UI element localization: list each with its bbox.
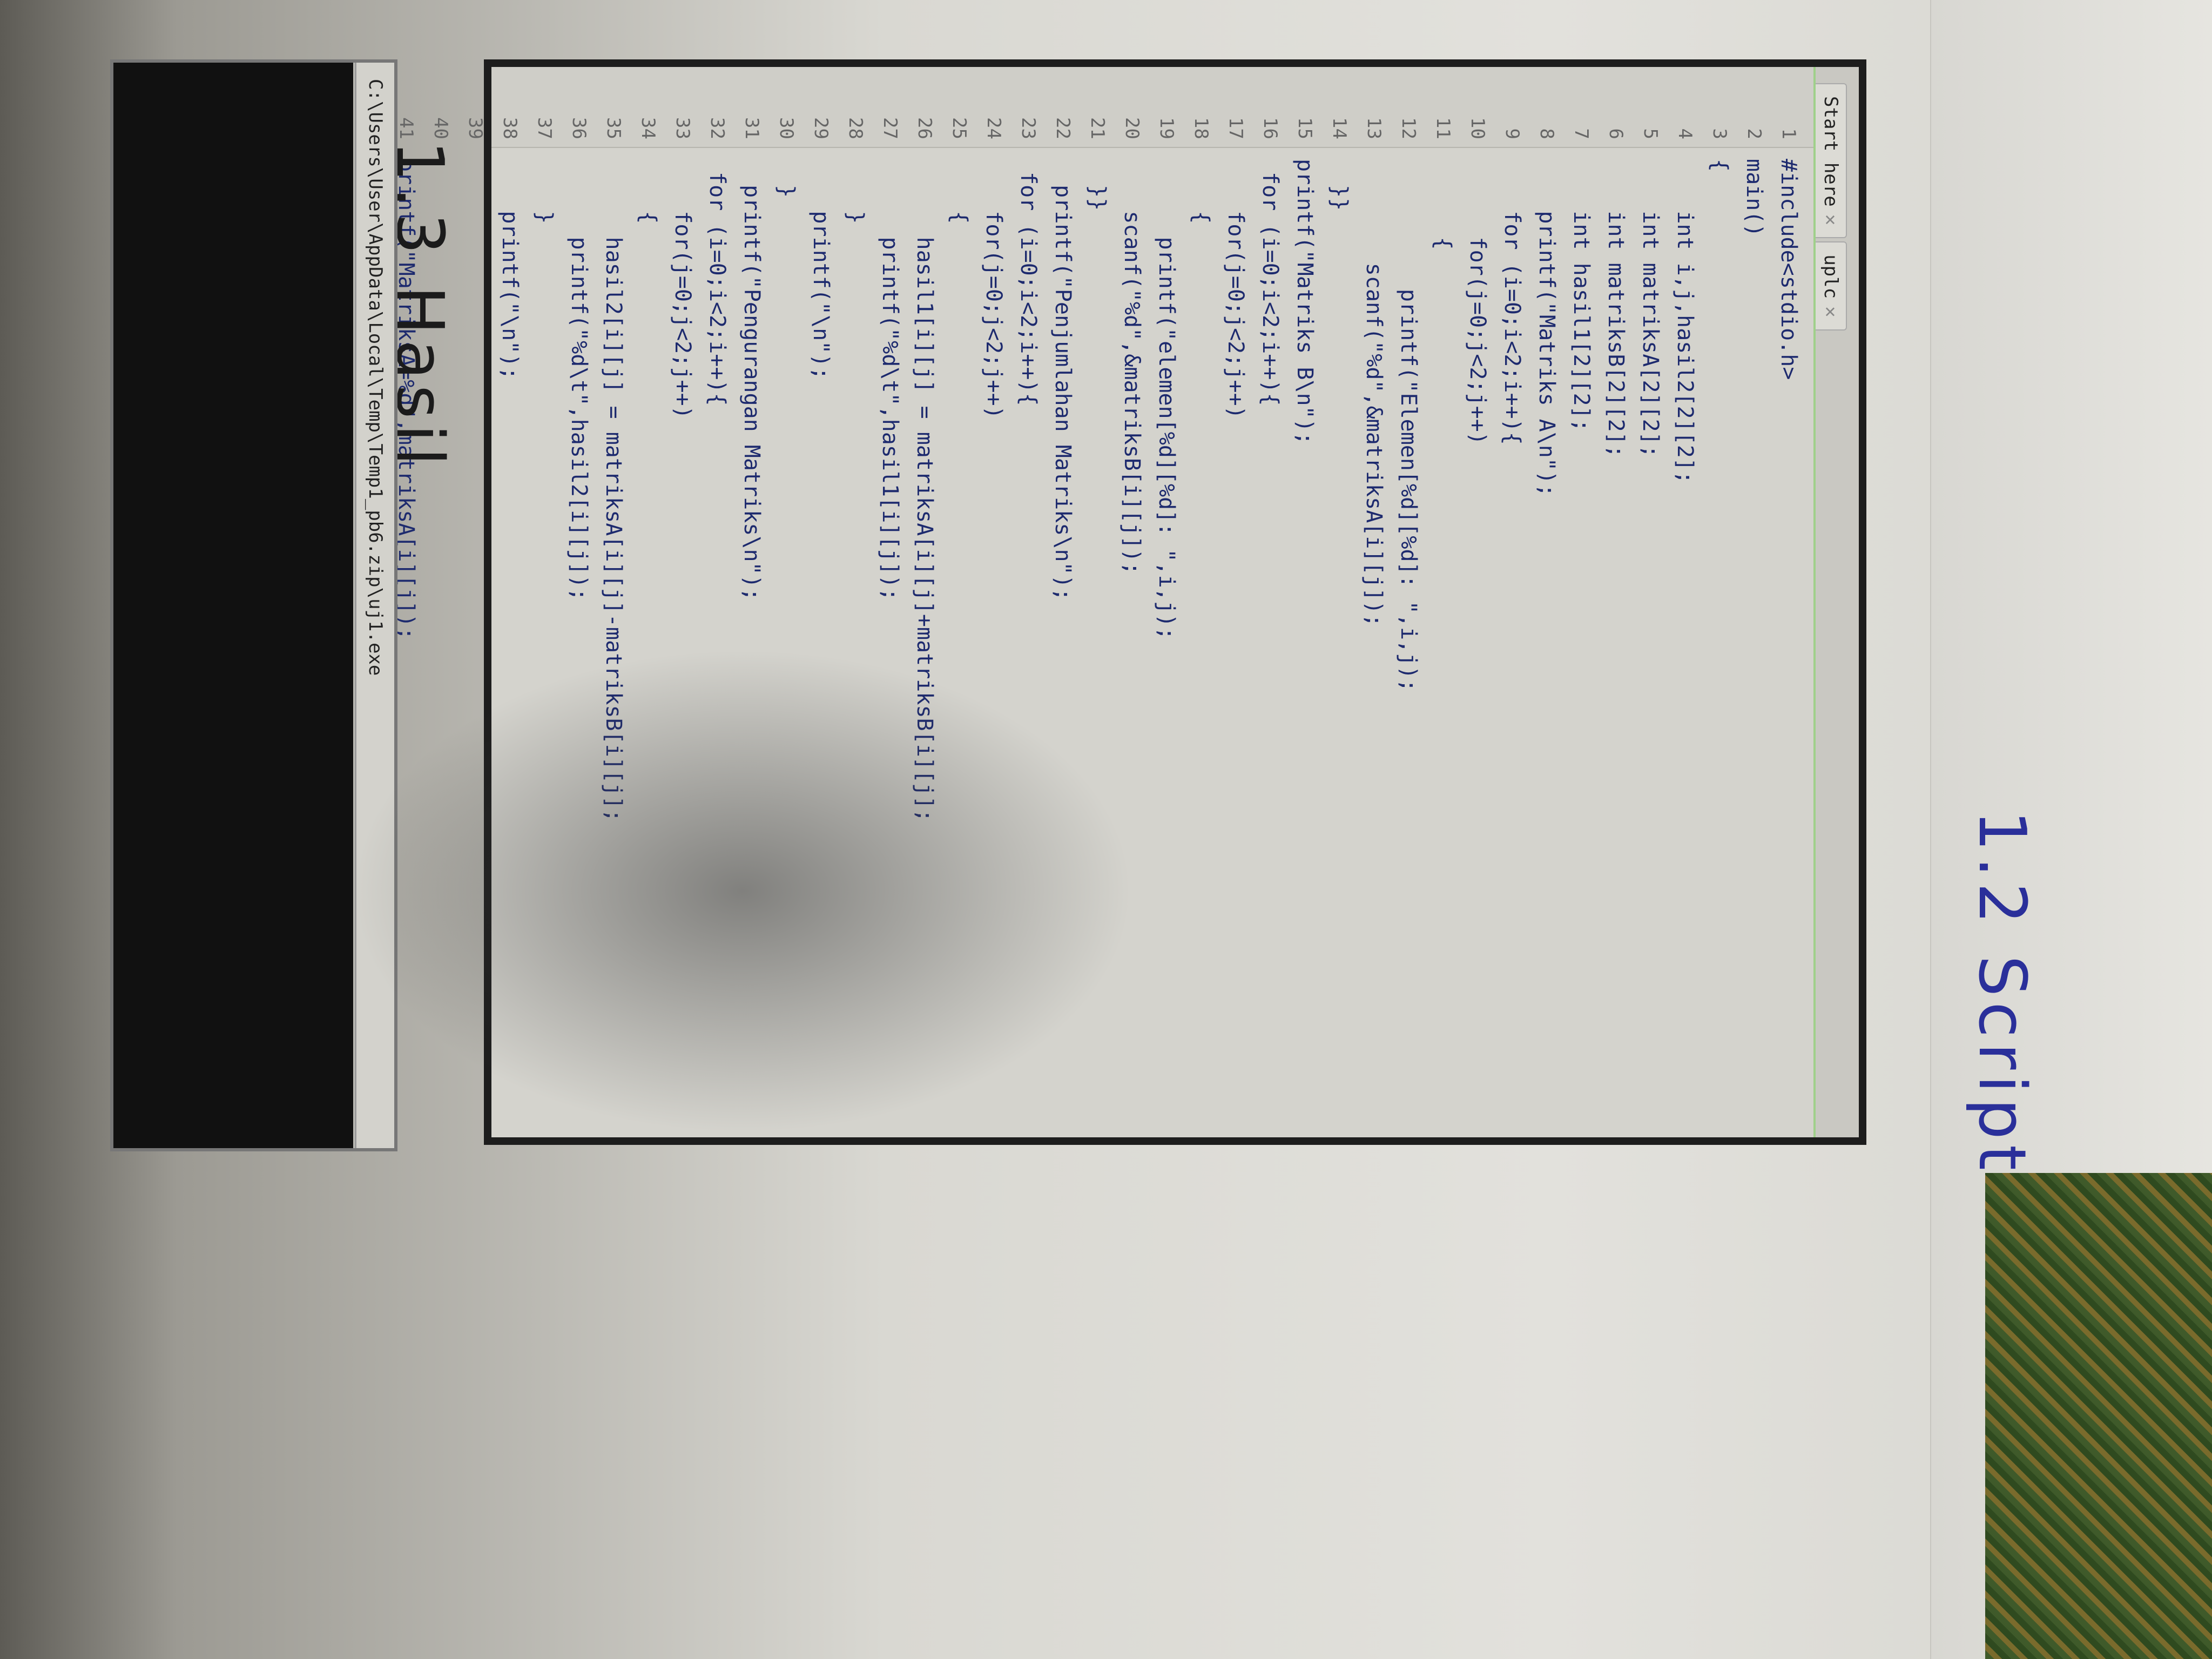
line-number: 6 xyxy=(1605,128,1627,139)
grass-background xyxy=(1985,1173,2212,1659)
line-number: 8 xyxy=(1536,128,1557,139)
close-icon[interactable]: ✕ xyxy=(1820,306,1842,318)
line-number: 16 xyxy=(1259,117,1281,139)
line-number: 24 xyxy=(983,117,1004,139)
line-number: 39 xyxy=(464,117,486,139)
line-number: 25 xyxy=(948,117,970,139)
line-number: 22 xyxy=(1052,117,1074,139)
tab-start-here[interactable]: Start here ✕ xyxy=(1816,83,1847,239)
line-number: 21 xyxy=(1087,117,1108,139)
code-line: int hasil1[2][2]; xyxy=(1569,159,1594,432)
line-number: 20 xyxy=(1121,117,1143,139)
code-line: printf("Matriks B\n"); xyxy=(1292,159,1317,445)
line-number: 1 xyxy=(1778,128,1799,139)
line-number: 2 xyxy=(1743,128,1765,139)
line-number: 40 xyxy=(430,117,451,139)
line-number: 29 xyxy=(810,117,832,139)
line-number: 17 xyxy=(1225,117,1246,139)
tab-label: Start here xyxy=(1820,96,1842,207)
line-number: 19 xyxy=(1156,117,1177,139)
tab-uplc[interactable]: uplc ✕ xyxy=(1816,241,1847,331)
line-number: 10 xyxy=(1467,117,1488,139)
line-number: 28 xyxy=(845,117,866,139)
editor-tab-bar: Start here ✕ uplc ✕ xyxy=(1813,67,1859,1137)
code-line: printf("Elemen[%d][%d]: ",i,j); xyxy=(1396,159,1421,692)
code-line: { xyxy=(1707,159,1732,172)
line-number: 27 xyxy=(879,117,901,139)
code-line: for(j=0;j<2;j++) xyxy=(1465,159,1490,445)
line-number: 33 xyxy=(672,117,693,139)
code-line: int matriksB[2][2]; xyxy=(1603,159,1628,458)
code-line: printf("elemen[%d][%d]: ",i,j); xyxy=(1154,159,1179,640)
line-number: 34 xyxy=(637,117,659,139)
line-number: 31 xyxy=(741,117,763,139)
line-number: 26 xyxy=(914,117,935,139)
code-line: printf("Matriks A\n"); xyxy=(1534,159,1559,497)
line-number: 13 xyxy=(1363,117,1385,139)
line-number: 37 xyxy=(534,117,555,139)
code-line: for(j=0;j<2;j++) xyxy=(1223,159,1248,419)
line-number: 15 xyxy=(1294,117,1316,139)
line-number: 4 xyxy=(1674,128,1696,139)
line-number: 3 xyxy=(1709,128,1730,139)
code-line: }} xyxy=(1327,159,1352,211)
tab-label: uplc xyxy=(1820,254,1842,299)
shadow-overlay xyxy=(351,648,1134,1134)
line-number: 5 xyxy=(1640,128,1661,139)
line-number: 23 xyxy=(1017,117,1039,139)
code-line: for (i=0;i<2;i++){ xyxy=(1500,159,1525,445)
line-number: 11 xyxy=(1432,117,1454,139)
code-line: for (i=0;i<2;i++){ xyxy=(1258,159,1283,406)
line-number: 14 xyxy=(1328,117,1350,139)
line-number: 35 xyxy=(603,117,624,139)
line-number: 38 xyxy=(499,117,521,139)
code-line: int matriksA[2][2]; xyxy=(1638,159,1663,458)
line-number: 7 xyxy=(1570,128,1592,139)
line-number: 12 xyxy=(1398,117,1419,139)
line-number: 18 xyxy=(1190,117,1212,139)
close-icon[interactable]: ✕ xyxy=(1820,214,1842,226)
line-number: 9 xyxy=(1501,128,1523,139)
line-number: 36 xyxy=(568,117,590,139)
line-number: 32 xyxy=(706,117,728,139)
script-label: 1.2 Script xyxy=(1964,810,2039,1176)
code-line: #include<stdio.h> xyxy=(1776,159,1801,380)
code-line: { xyxy=(1189,159,1213,224)
code-line: scanf("%d",&matriksA[i][j]); xyxy=(1361,159,1386,627)
line-number: 30 xyxy=(775,117,797,139)
code-line: main() xyxy=(1742,159,1766,237)
code-line: int i,j,hasil2[2][2]; xyxy=(1673,159,1697,484)
code-line: { xyxy=(1431,159,1455,250)
console-output xyxy=(113,63,353,1148)
